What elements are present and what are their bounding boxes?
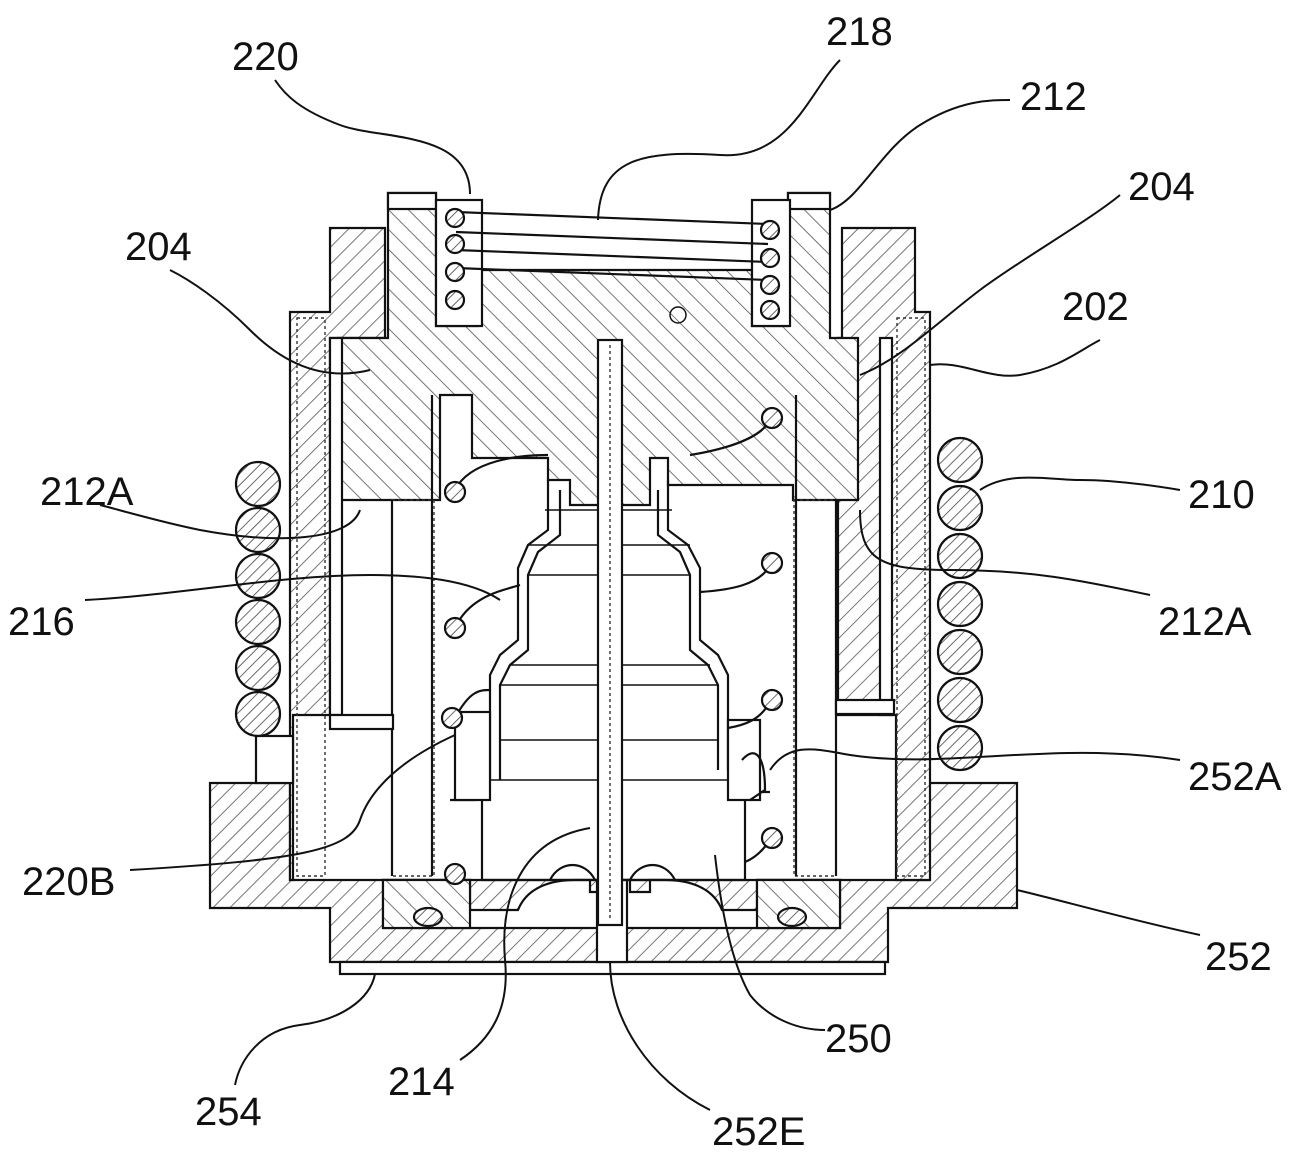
label-220B: 220B — [22, 860, 115, 904]
label-204-left: 204 — [125, 225, 192, 269]
label-254: 254 — [195, 1090, 262, 1134]
label-210: 210 — [1188, 473, 1255, 517]
label-204-right: 204 — [1128, 165, 1195, 209]
label-212A-right: 212A — [1158, 600, 1252, 644]
label-250: 250 — [825, 1017, 892, 1061]
label-252E: 252E — [712, 1110, 805, 1152]
label-214: 214 — [388, 1060, 455, 1104]
label-212A-left: 212A — [40, 470, 134, 514]
center-rod-214 — [598, 340, 622, 925]
label-212: 212 — [1020, 75, 1087, 119]
label-202: 202 — [1062, 285, 1129, 329]
label-218: 218 — [826, 10, 893, 54]
label-252: 252 — [1205, 935, 1272, 979]
reference-labels: 218 220 212 204 204 202 212A 210 212A 21… — [8, 10, 1282, 1152]
label-252A: 252A — [1188, 755, 1282, 799]
label-220: 220 — [232, 35, 299, 79]
label-216: 216 — [8, 600, 75, 644]
